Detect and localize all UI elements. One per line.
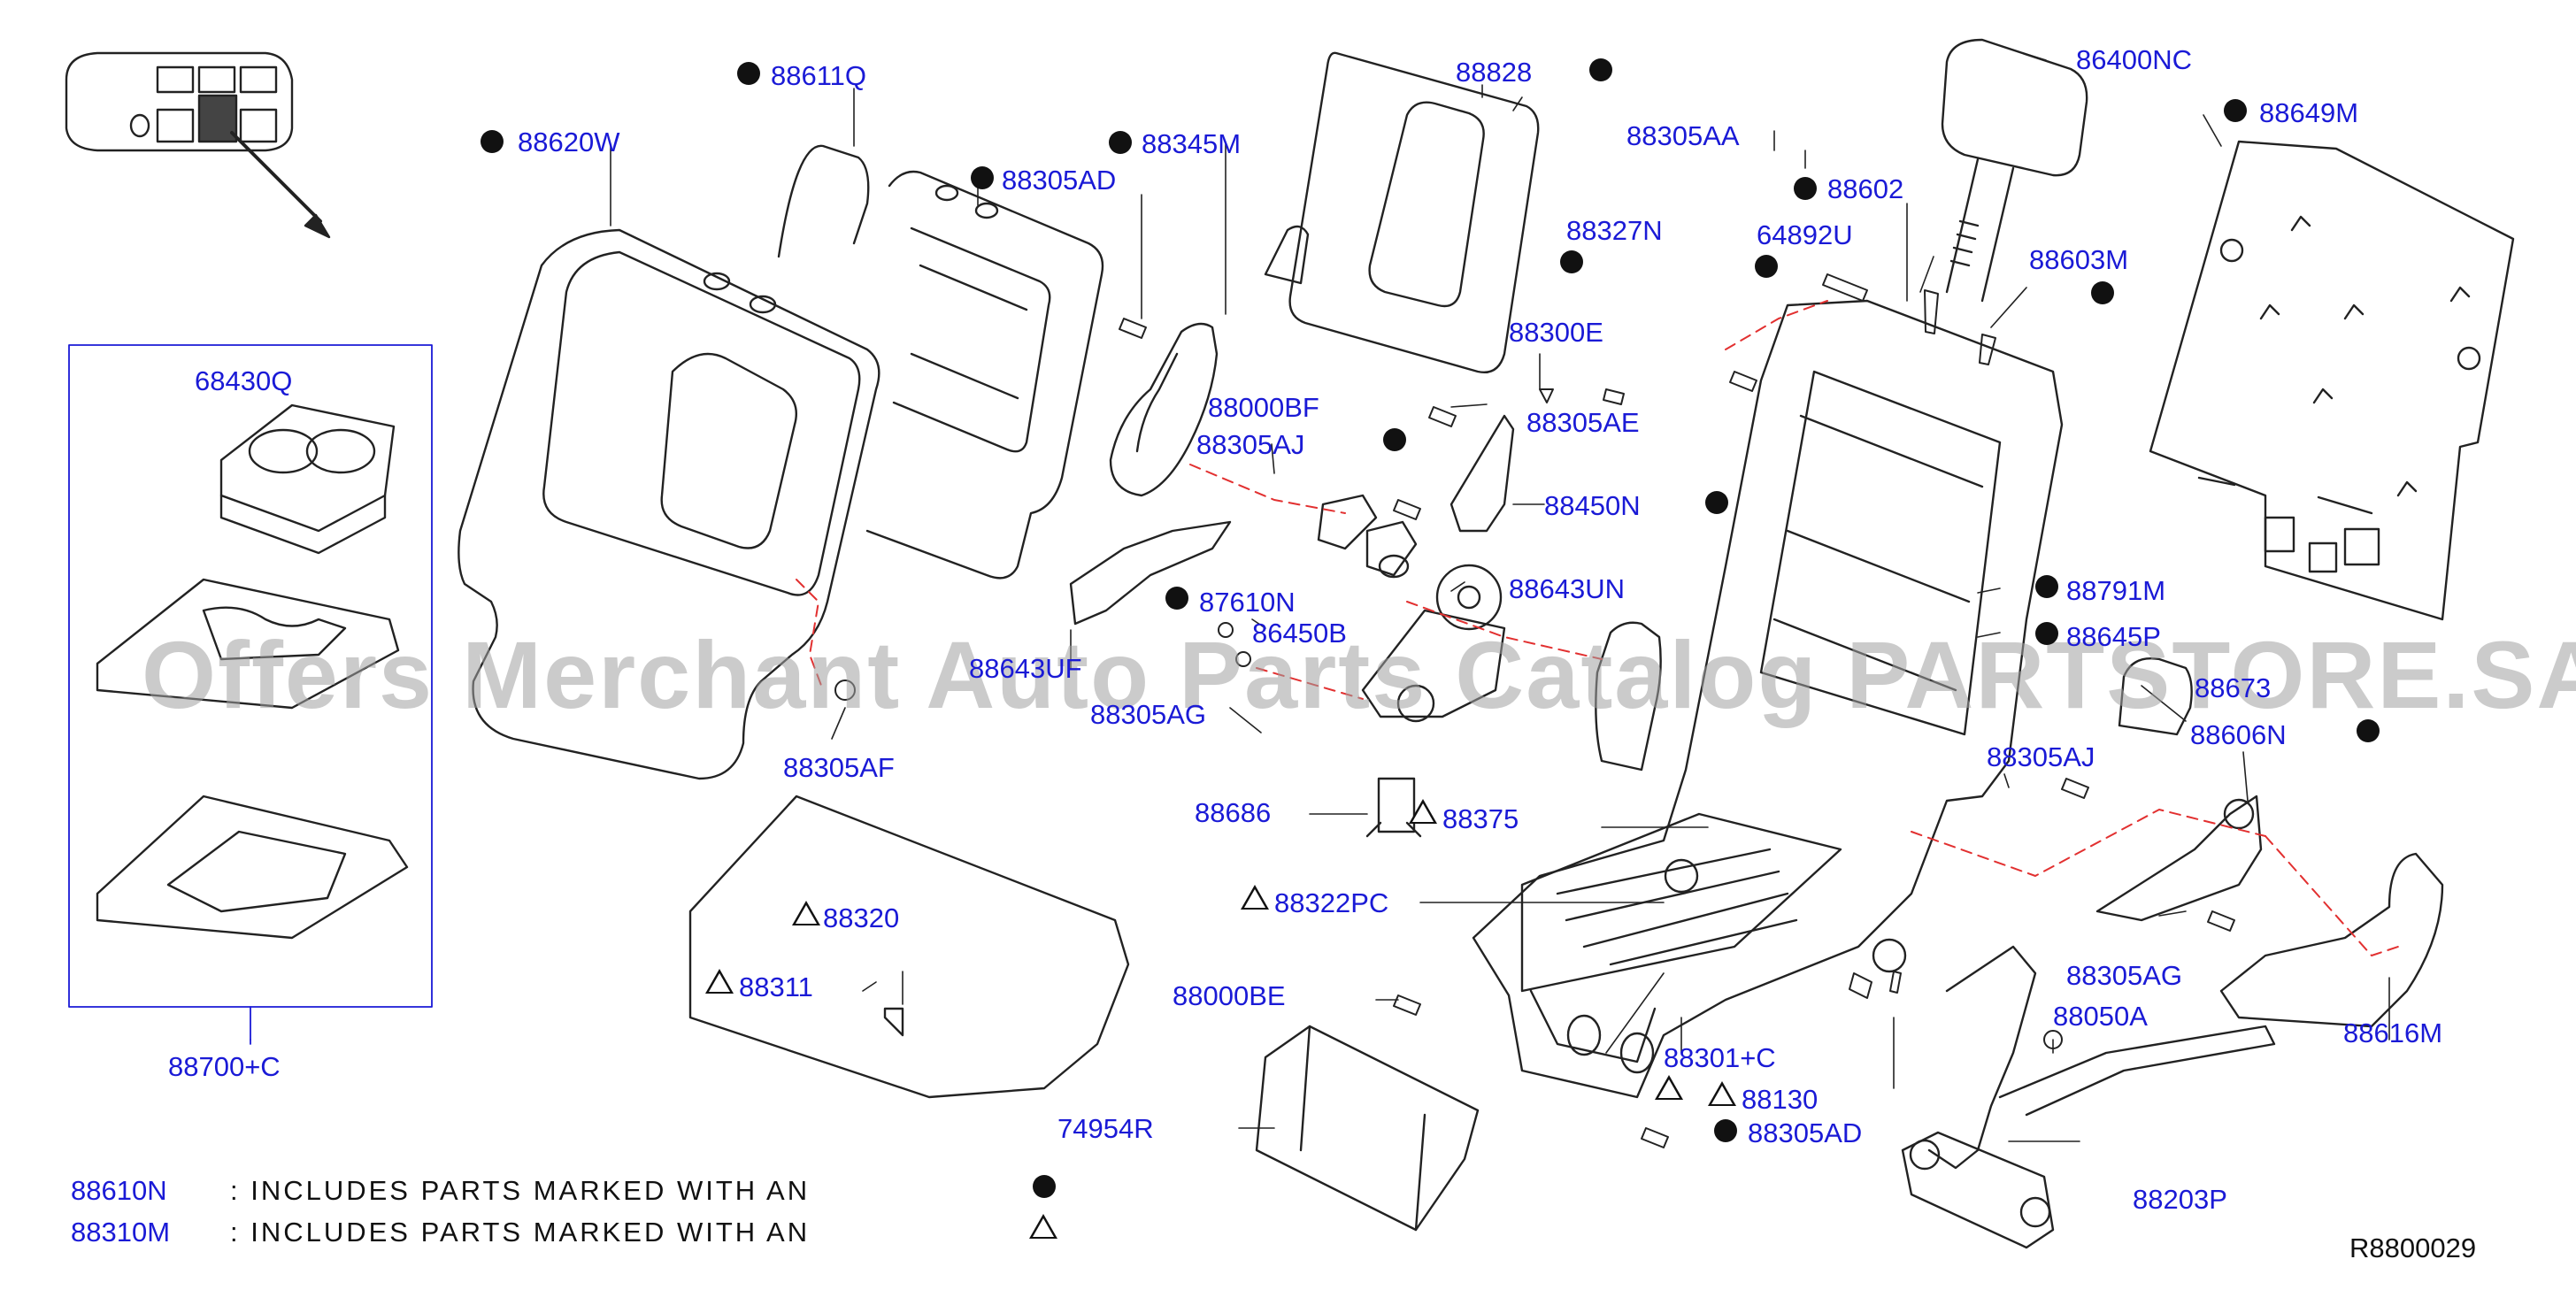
included-marker-triangle — [1241, 885, 1269, 910]
part-label-88311[interactable]: 88311 — [739, 971, 813, 1002]
part-label-88305AD[interactable]: 88305AD — [1002, 165, 1117, 196]
part-label-88305AD-bottom[interactable]: 88305AD — [1748, 1117, 1863, 1148]
legend-code[interactable]: 88610N — [71, 1175, 167, 1206]
included-marker-dot — [2224, 99, 2247, 122]
part-label-88305AJ[interactable]: 88305AJ — [1196, 429, 1305, 460]
legend-code[interactable]: 88310M — [71, 1217, 171, 1248]
part-label-88791M[interactable]: 88791M — [2066, 575, 2166, 606]
part-label-88375[interactable]: 88375 — [1442, 803, 1519, 834]
cover-88673 — [2118, 657, 2193, 736]
legend-row-circle: 88610N : INCLUDES PARTS MARKED WITH AN — [71, 1175, 810, 1207]
part-label-88320[interactable]: 88320 — [823, 902, 900, 933]
included-marker-dot — [1560, 250, 1583, 273]
part-label-88700C[interactable]: 88700+C — [168, 1051, 281, 1082]
part-label-64892U[interactable]: 64892U — [1757, 219, 1853, 250]
seatback-center — [777, 144, 1104, 580]
part-label-88620W[interactable]: 88620W — [518, 127, 620, 157]
included-marker-dot — [2091, 281, 2114, 304]
included-marker-dot — [971, 166, 994, 189]
fastener-bolts — [834, 273, 2235, 1148]
legend-symbol-triangle — [1029, 1214, 1057, 1239]
part-label-88645P[interactable]: 88645P — [2066, 621, 2161, 652]
part-label-86400NC[interactable]: 86400NC — [2076, 44, 2192, 75]
part-label-68430Q[interactable]: 68430Q — [195, 365, 293, 396]
included-marker-triangle — [705, 969, 734, 994]
included-marker-dot — [2035, 622, 2058, 645]
included-marker-triangle — [1655, 1075, 1683, 1100]
included-marker-triangle — [1409, 799, 1437, 824]
part-label-88305AJ-right[interactable]: 88305AJ — [1987, 741, 2095, 772]
diagram-code: R8800029 — [2349, 1232, 2477, 1263]
included-marker-dot — [1705, 491, 1728, 514]
seat-frame — [1472, 299, 2064, 1099]
included-marker-dot — [2035, 575, 2058, 598]
included-marker-dot — [1794, 177, 1817, 200]
included-marker-dot — [481, 130, 504, 153]
part-label-88305AA[interactable]: 88305AA — [1626, 120, 1740, 151]
bracket-88606N — [2095, 795, 2263, 922]
part-label-88686[interactable]: 88686 — [1195, 797, 1272, 828]
slide-rail — [1901, 945, 2276, 1249]
vehicle-locator-icon — [65, 51, 331, 239]
part-label-88673[interactable]: 88673 — [2195, 672, 2272, 703]
part-label-74954R[interactable]: 74954R — [1057, 1113, 1154, 1144]
included-marker-dot — [1109, 131, 1132, 154]
legend-text: : INCLUDES PARTS MARKED WITH AN — [230, 1217, 811, 1248]
part-label-88301C[interactable]: 88301+C — [1664, 1042, 1776, 1073]
part-label-88616M[interactable]: 88616M — [2343, 1017, 2443, 1048]
part-label-88000BE[interactable]: 88000BE — [1173, 980, 1286, 1011]
part-label-88602[interactable]: 88602 — [1827, 173, 1904, 204]
part-label-88130[interactable]: 88130 — [1742, 1084, 1819, 1115]
included-marker-dot — [1755, 255, 1778, 278]
included-marker-dot — [1589, 58, 1612, 81]
part-label-88322PC[interactable]: 88322PC — [1274, 887, 1389, 918]
seat-cushion — [688, 795, 1130, 1099]
included-marker-dot — [2357, 719, 2380, 742]
part-label-88305AG[interactable]: 88305AG — [1090, 699, 1206, 730]
cup-holder — [219, 403, 396, 555]
included-marker-dot — [1714, 1119, 1737, 1142]
part-label-88327N[interactable]: 88327N — [1566, 215, 1663, 246]
part-label-88649M[interactable]: 88649M — [2259, 97, 2359, 128]
cover-88616M — [2219, 852, 2444, 1028]
part-label-86450B[interactable]: 86450B — [1252, 618, 1347, 649]
recliner-88450N — [1361, 414, 1515, 723]
headrest — [1941, 38, 2088, 303]
part-label-88000BF[interactable]: 88000BF — [1208, 392, 1319, 423]
included-marker-dot — [1383, 428, 1406, 451]
part-label-88828[interactable]: 88828 — [1456, 57, 1533, 88]
part-label-87610N[interactable]: 87610N — [1199, 587, 1296, 618]
part-label-88643UF[interactable]: 88643UF — [969, 653, 1082, 684]
part-label-88345M[interactable]: 88345M — [1142, 128, 1242, 159]
part-label-88305AG-right[interactable]: 88305AG — [2066, 960, 2182, 991]
leader-lines — [610, 48, 2390, 1142]
part-label-88305AF[interactable]: 88305AF — [783, 752, 895, 783]
part-label-88300E[interactable]: 88300E — [1509, 317, 1603, 348]
part-label-88305AE[interactable]: 88305AE — [1526, 407, 1640, 438]
part-label-88606N[interactable]: 88606N — [2190, 719, 2287, 750]
legend-symbol-circle — [1033, 1175, 1056, 1198]
back-panel-88649M — [2149, 140, 2515, 621]
legend-text: : INCLUDES PARTS MARKED WITH AN — [230, 1175, 811, 1206]
part-label-88643UN[interactable]: 88643UN — [1509, 573, 1625, 604]
included-marker-dot — [737, 62, 760, 85]
part-label-88611Q[interactable]: 88611Q — [771, 60, 867, 91]
part-label-88603M[interactable]: 88603M — [2029, 244, 2129, 275]
part-label-88450N[interactable]: 88450N — [1544, 490, 1641, 521]
back-board-88828 — [1264, 51, 1540, 373]
included-marker-triangle — [1708, 1081, 1736, 1106]
seatback-cushion-left — [458, 228, 880, 780]
watermark: Offers Merchant Auto Parts Catalog PARTS… — [142, 621, 2576, 728]
tray-74954R — [1255, 1025, 1480, 1232]
included-marker-dot — [1165, 587, 1188, 610]
part-label-88203P[interactable]: 88203P — [2133, 1184, 2227, 1215]
cover-88643UN — [1595, 621, 1662, 772]
trim-cover-88345M — [1109, 322, 1219, 497]
legend-row-triangle: 88310M : INCLUDES PARTS MARKED WITH AN — [71, 1217, 810, 1248]
part-label-88050A[interactable]: 88050A — [2053, 1001, 2148, 1032]
included-marker-triangle — [792, 901, 820, 925]
